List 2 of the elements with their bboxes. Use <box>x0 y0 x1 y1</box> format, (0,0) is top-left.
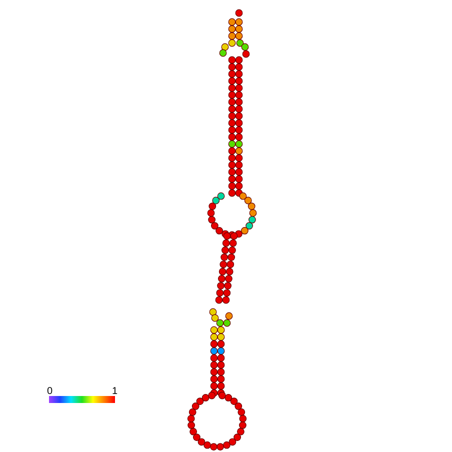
scale-label: 0 <box>47 387 53 397</box>
scale-label: 1 <box>112 387 118 397</box>
